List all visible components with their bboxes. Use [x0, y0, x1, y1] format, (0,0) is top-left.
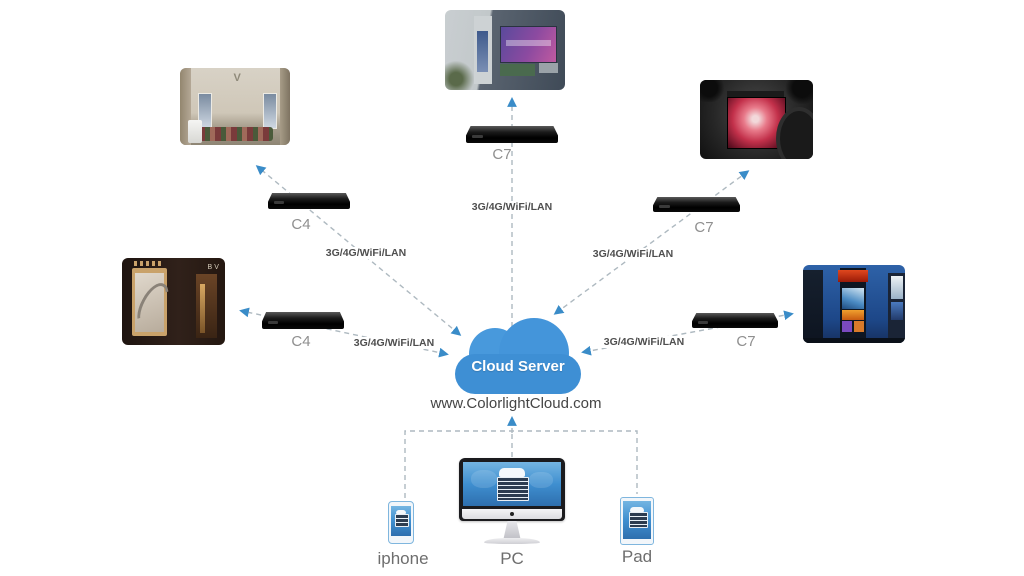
client-iphone — [388, 501, 414, 544]
ts-street — [803, 337, 905, 343]
controller-c4-upper — [268, 193, 350, 209]
billboard-lower-panel — [500, 64, 535, 76]
ts-blue-screen — [841, 288, 865, 309]
controller-c4-upper-label: C4 — [291, 216, 311, 233]
storefront-sign-text: BV — [207, 264, 221, 272]
pc-worldmap-right — [529, 472, 553, 488]
ts-amber-screen — [854, 321, 865, 333]
billboard-screen-textband — [506, 39, 551, 46]
billboard-tree — [445, 59, 474, 90]
storefront-window-display — [135, 272, 165, 332]
cloud-icon-body — [455, 354, 581, 394]
night-foliage-left — [700, 80, 725, 103]
photo-outdoor-night-led-screen — [700, 80, 813, 159]
ts-white-panel — [890, 275, 903, 300]
lobby-pedestal — [187, 120, 202, 144]
client-pc — [459, 458, 565, 550]
network-label-upper-right: 3G/4G/WiFi/LAN — [589, 248, 677, 260]
lobby-left-wall — [180, 68, 191, 145]
controller-c4-lower-label: C4 — [291, 333, 311, 350]
photo-times-square-billboards — [803, 265, 905, 343]
controller-c4-lower — [262, 312, 344, 329]
lobby-logo: V — [233, 71, 241, 84]
controller-c7-top-label: C7 — [492, 146, 512, 163]
link-upper-right — [553, 170, 750, 315]
pc-screen — [463, 462, 561, 506]
network-label-lower-left: 3G/4G/WiFi/LAN — [350, 337, 438, 349]
ts-left-building — [803, 269, 824, 343]
pad-screen — [623, 501, 651, 539]
client-pad — [620, 497, 654, 545]
link-clients-bracket — [404, 430, 638, 498]
network-label-upper-left: 3G/4G/WiFi/LAN — [322, 247, 410, 259]
night-foliage-right — [784, 80, 813, 104]
controller-c7-upper-right — [653, 197, 740, 212]
storefront-interior-glow — [196, 273, 217, 339]
pc-monitor — [459, 458, 565, 521]
iphone-screen — [391, 506, 411, 536]
iphone-cloud-icon — [396, 510, 406, 514]
night-screen-topbar — [727, 91, 784, 98]
network-label-top-center: 3G/4G/WiFi/LAN — [468, 201, 556, 213]
cloud-url: www.ColorlightCloud.com — [430, 395, 602, 412]
client-iphone-label: iphone — [377, 549, 429, 568]
controller-c7-top — [466, 126, 558, 143]
ts-purple-screen — [841, 321, 852, 333]
photo-jewelry-storefront: BV — [122, 258, 225, 345]
ts-blue-panel — [890, 302, 903, 320]
pc-base — [484, 538, 540, 544]
network-label-lower-right: 3G/4G/WiFi/LAN — [600, 336, 688, 348]
lobby-flowers — [198, 127, 274, 142]
cloud-server: Cloud Server — [455, 318, 581, 394]
ts-orange-strip — [841, 310, 865, 320]
photo-indoor-lobby-display: V — [180, 68, 290, 145]
controller-c7-lower-right-label: C7 — [736, 333, 756, 350]
night-structure-right — [775, 106, 813, 159]
pad-cloud-icon — [630, 507, 644, 512]
billboard-main-screen — [500, 26, 558, 64]
photo-building-led-billboard — [445, 10, 565, 90]
pc-worldmap-left — [471, 470, 497, 488]
iphone-server-icon — [395, 514, 409, 527]
pc-cloud-icon — [499, 468, 525, 477]
ts-red-billboard — [837, 269, 869, 283]
pc-chin — [462, 509, 562, 519]
controller-c7-lower-right — [692, 313, 778, 328]
client-pc-label: PC — [500, 549, 524, 568]
billboard-gray-panel — [538, 62, 558, 74]
pad-server-icon — [629, 512, 648, 528]
cloud-server-label: Cloud Server — [471, 358, 565, 375]
storefront-arabic-sign — [134, 261, 164, 266]
pc-logo-dot — [510, 512, 514, 516]
storefront-light-strip — [200, 284, 206, 333]
pc-stand — [503, 521, 521, 538]
billboard-left-screen — [477, 30, 489, 73]
controller-c7-upper-right-label: C7 — [694, 219, 714, 236]
lobby-right-wall — [280, 68, 290, 145]
pc-server-icon — [497, 477, 529, 501]
client-pad-label: Pad — [621, 547, 653, 566]
lobby-signage-right — [262, 92, 277, 130]
